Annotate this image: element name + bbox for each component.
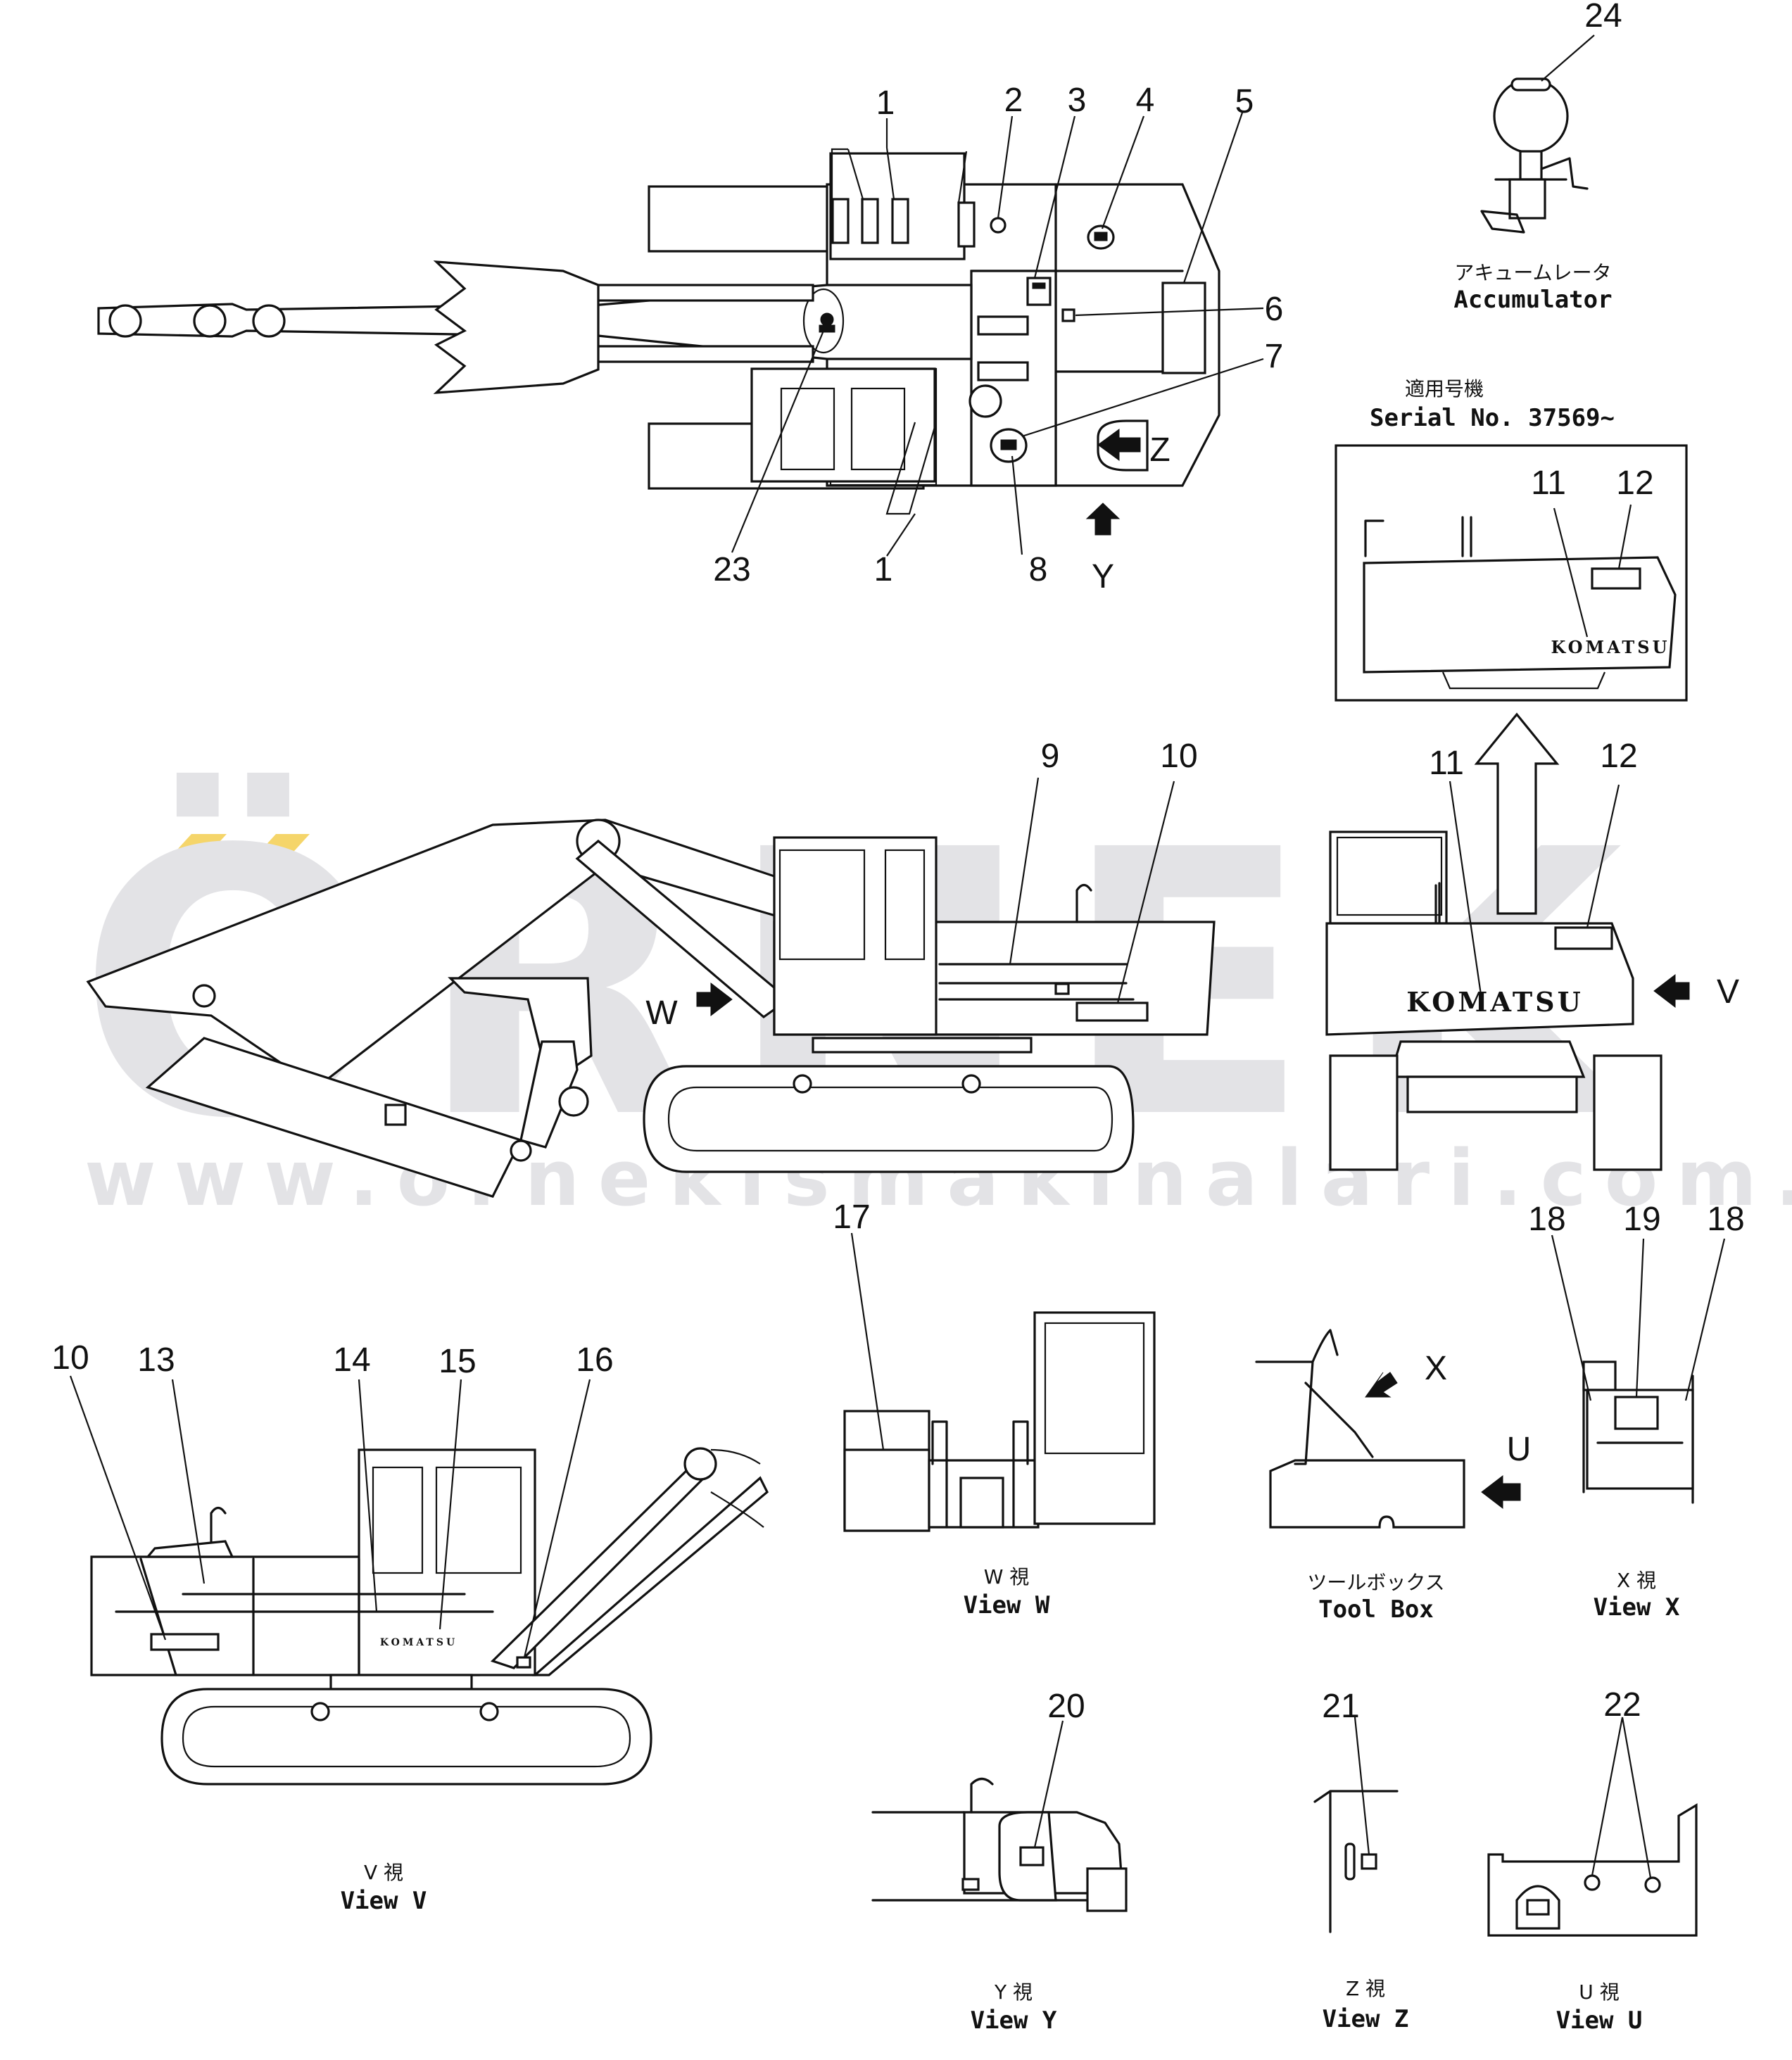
callout-17: 17 — [833, 1199, 870, 1236]
callout-12-inset: 12 — [1616, 465, 1653, 502]
view-z: 21 Z 視 View Z — [1313, 1688, 1409, 2033]
rear-view: KOMATSU V 11 12 — [1325, 738, 1739, 1171]
view-u-label: View U — [1556, 2007, 1643, 2035]
callout-18b: 18 — [1707, 1201, 1744, 1238]
tool-box-label-jp: ツールボックス — [1307, 1571, 1444, 1594]
callout-16: 16 — [576, 1341, 613, 1379]
arrow-w-label: W — [645, 994, 678, 1032]
arrow-u — [1481, 1474, 1521, 1510]
callout-13: 13 — [137, 1341, 175, 1379]
view-u: 22 U 視 View U — [1487, 1686, 1698, 2035]
tool-box-view: X U ツールボックス Tool Box — [1255, 1329, 1532, 1624]
callout-11: 11 — [1429, 745, 1464, 782]
serial-inset-brand: KOMATSU — [1551, 637, 1670, 657]
view-y: 20 Y 視 View Y — [871, 1688, 1128, 2035]
arrow-u-label: U — [1507, 1431, 1532, 1468]
view-u-label-jp: U 視 — [1579, 1980, 1619, 2004]
view-v-label: View V — [341, 1887, 427, 1915]
view-w-label: View W — [964, 1591, 1050, 1619]
callout-8: 8 — [1029, 551, 1048, 588]
callout-6: 6 — [1265, 291, 1284, 328]
callout-7: 7 — [1265, 338, 1284, 375]
accumulator-view: 24 アキュームレータ Accumulator — [1453, 0, 1622, 314]
callout-23: 23 — [713, 551, 750, 588]
tool-box-label: Tool Box — [1318, 1595, 1434, 1624]
callout-4: 4 — [1136, 82, 1155, 119]
side-view: W 9 10 — [86, 738, 1216, 1198]
callout-11-inset: 11 — [1531, 465, 1566, 502]
view-v-label-jp: V 視 — [364, 1861, 403, 1884]
arrow-x-label: X — [1425, 1350, 1447, 1387]
rear-brand: KOMATSU — [1406, 986, 1583, 1018]
arrow-z-label: Z — [1149, 431, 1170, 469]
arrow-up — [1474, 712, 1560, 915]
callout-3: 3 — [1068, 82, 1087, 119]
arrow-y — [1085, 503, 1121, 536]
arrow-v — [1653, 973, 1690, 1009]
callout-1: 1 — [876, 84, 895, 122]
top-view: Z Y 1 2 3 4 5 6 7 1 8 23 — [97, 82, 1284, 595]
accumulator-label: Accumulator — [1453, 286, 1612, 314]
callout-2: 2 — [1004, 82, 1023, 119]
watermark-accent-mark — [156, 834, 227, 873]
arrow-x — [1365, 1372, 1398, 1398]
callout-24: 24 — [1584, 0, 1622, 34]
callout-12: 12 — [1600, 738, 1637, 775]
serial-label-jp: 適用号機 — [1405, 377, 1484, 400]
callout-9: 9 — [1041, 738, 1060, 775]
callout-19: 19 — [1623, 1201, 1660, 1238]
view-w-label-jp: W 視 — [984, 1565, 1030, 1588]
serial-label: Serial No. 37569~ — [1370, 404, 1615, 432]
accumulator-label-jp: アキュームレータ — [1454, 261, 1611, 284]
view-v: KOMATSU 10 13 14 15 16 V 視 View V — [51, 1339, 769, 1915]
callout-1b: 1 — [874, 551, 893, 588]
callout-20: 20 — [1047, 1688, 1085, 1725]
callout-18a: 18 — [1528, 1201, 1565, 1238]
view-x-label: View X — [1594, 1593, 1680, 1622]
arrow-y-label: Y — [1092, 558, 1114, 595]
callout-22: 22 — [1603, 1686, 1641, 1724]
serial-inset: 適用号機 Serial No. 37569~ KOMATSU 11 12 — [1334, 377, 1688, 915]
view-y-label: View Y — [971, 2007, 1057, 2035]
callout-14: 14 — [333, 1341, 370, 1379]
view-z-label: View Z — [1323, 2005, 1409, 2033]
callout-21: 21 — [1322, 1688, 1359, 1725]
callout-10: 10 — [1160, 738, 1197, 775]
view-x: 18 19 18 X 視 View X — [1528, 1201, 1744, 1622]
view-y-label-jp: Y 視 — [994, 1980, 1033, 2004]
watermark-accent-mark — [241, 834, 310, 873]
arrow-v-label: V — [1717, 973, 1739, 1011]
callout-5: 5 — [1235, 83, 1254, 120]
view-x-label-jp: X 視 — [1617, 1569, 1656, 1592]
callout-10-v: 10 — [51, 1339, 89, 1377]
arrow-z — [1097, 429, 1141, 461]
view-z-label-jp: Z 視 — [1346, 1977, 1385, 2000]
callout-15: 15 — [438, 1343, 476, 1380]
arrow-w — [696, 982, 733, 1017]
view-w: 17 W 視 View W — [833, 1199, 1156, 1619]
view-v-brand: KOMATSU — [380, 1637, 458, 1648]
